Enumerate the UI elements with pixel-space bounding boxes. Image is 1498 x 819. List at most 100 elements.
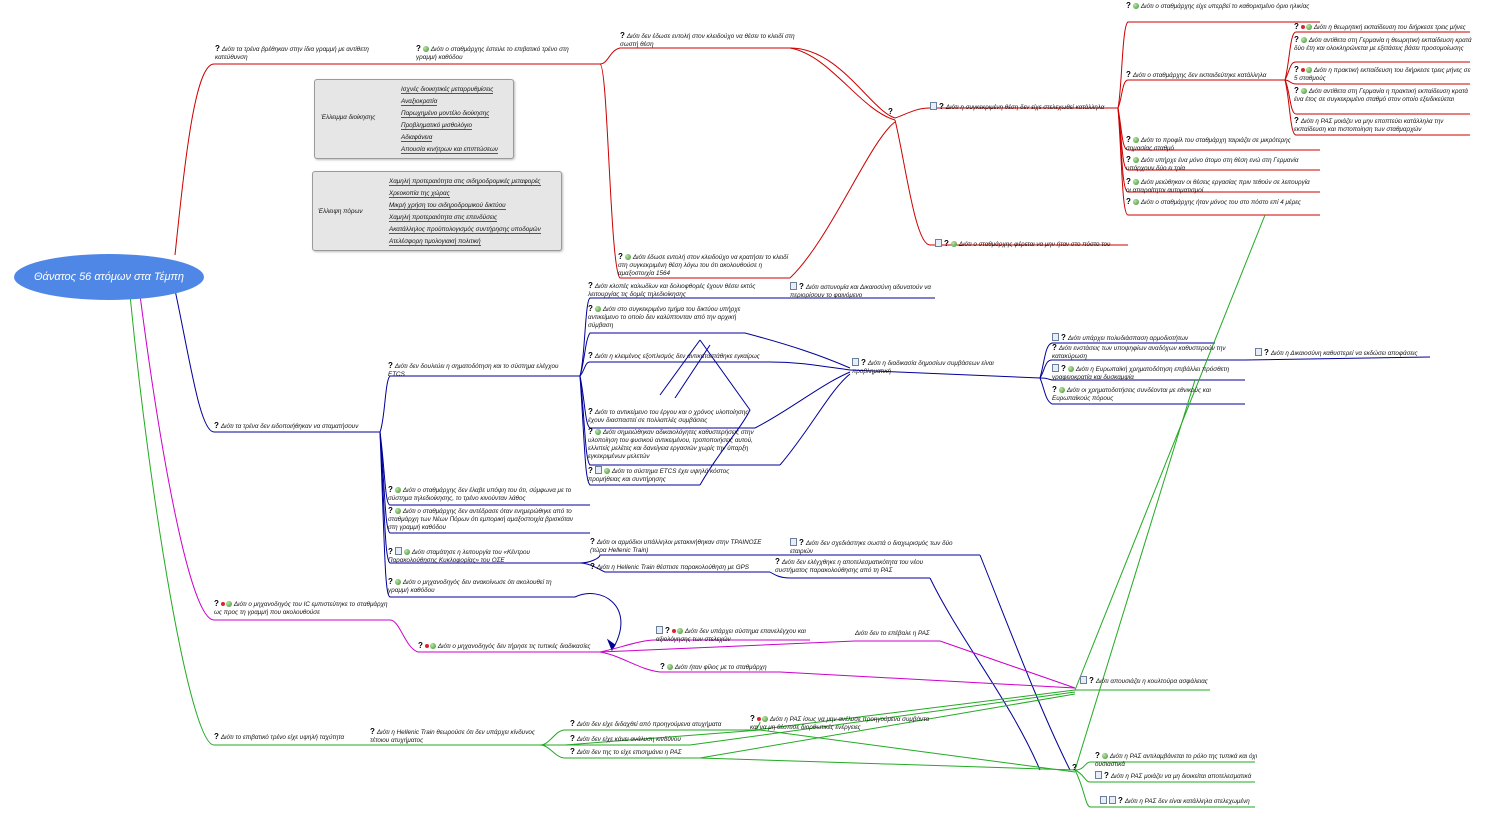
globe-icon <box>676 628 683 634</box>
question-icon: ? <box>388 506 393 515</box>
globe-icon <box>394 487 401 493</box>
node-b11[interactable]: ?Διότι υπάρχει πολυδιάσπαση αρμοδιοτήτων <box>1052 333 1188 343</box>
note-icon <box>790 282 797 290</box>
question-icon: ? <box>570 747 575 756</box>
node-g1[interactable]: ?Διότι το επιβατικό τρένο είχε υψηλή ταχ… <box>214 732 345 742</box>
node-g6[interactable]: ?Διότι η ΡΑΣ ίσως να μην ανέλυσε προηγού… <box>750 714 930 732</box>
box-item: Χρεοκοπία της χώρας <box>389 190 450 198</box>
box-item: Χαμηλή προτεραιότητα στις επενδύσεις <box>389 214 498 222</box>
question-icon: ? <box>590 537 595 546</box>
node-r4[interactable]: ?Διότι η θεωρητική εκπαίδευση του διήρκε… <box>1294 22 1466 32</box>
box-lack-of-resources[interactable]: Έλλειψη πόρων Χαμηλή προτεραιότητα στις … <box>312 171 562 251</box>
node-r5[interactable]: ?Διότι αντίθετα στη Γερμανία η θεωρητική… <box>1294 35 1472 53</box>
node-n2[interactable]: ?Διότι ο σταθμάρχης έστειλε το επιβατικό… <box>416 44 569 62</box>
node-b23[interactable]: ?Διότι ο μηχανοδηγός δεν ανακοίνωσε ότι … <box>388 577 552 595</box>
node-g4[interactable]: ?Διότι δεν είχε κάνει ανάλυση κινδύνου <box>570 734 681 744</box>
node-b3[interactable]: ?Διότι κλοπές καλωδίων και δολιοφθορές έ… <box>588 281 756 299</box>
node-r10[interactable]: ?Διότι υπήρχε ένα μόνο άτομο στη θέση εν… <box>1126 155 1299 173</box>
node-b20[interactable]: ?Διότι δεν σχεδιάστηκε σωστά ο διαχωρισμ… <box>790 538 953 555</box>
root-topic[interactable]: Θάνατος 56 ατόμων στα Τέμπη <box>14 254 204 300</box>
question-icon: ? <box>588 407 593 416</box>
question-icon: ? <box>1126 1 1131 10</box>
node-b13[interactable]: ?Διότι η Δικαιοσύνη καθυστερεί να εκδώσε… <box>1255 348 1418 358</box>
node-b9[interactable]: ?Διότι το σύστημα ETCS έχει υψηλό κόστος… <box>588 466 730 483</box>
node-b14[interactable]: ?Διότι η Ευρωπαϊκή χρηματοδότηση επιβάλλ… <box>1052 364 1230 381</box>
flag-icon <box>671 629 676 633</box>
node-g8[interactable]: ?Διότι η ΡΑΣ αντιλαμβάνεται το ρόλο της … <box>1095 751 1258 769</box>
node-b17[interactable]: ?Διότι ο σταθμάρχης δεν αντέδρασε όταν ε… <box>388 506 574 532</box>
node-m5[interactable]: ?Διότι ήταν φίλος με το σταθμάρχη <box>660 662 767 672</box>
globe-icon <box>594 429 601 435</box>
node-n3[interactable]: ?Διότι δεν έδωσε εντολή στον κλειδούχο ν… <box>620 31 795 49</box>
node-b21[interactable]: ?Διότι η Hellenic Train θέσπισε παρακολο… <box>590 562 749 572</box>
node-r2[interactable]: ?Διότι ο σταθμάρχης δεν εκπαιδεύτηκε κατ… <box>1126 70 1267 80</box>
globe-icon <box>225 601 232 607</box>
globe-icon <box>624 254 631 260</box>
node-b18[interactable]: ?Διότι σταμάτησε η λειτουργία του «Κέντρ… <box>388 547 531 564</box>
node-m1[interactable]: ?Διότι ο μηχανοδηγός του IC εμπιστεύτηκε… <box>214 599 388 617</box>
question-icon: ? <box>1052 385 1057 394</box>
node-b7[interactable]: ?Διότι το αντικείμενο του έργου και ο χρ… <box>588 407 749 425</box>
node-b16[interactable]: ?Διότι ο σταθμάρχης δεν έλαβε υπόψη του … <box>388 485 572 503</box>
question-icon: ? <box>888 107 893 116</box>
box-item: Απουσία κινήτρων και επιπτώσεων <box>401 146 498 154</box>
question-icon: ? <box>388 361 393 370</box>
box-label: Έλλειψη πόρων <box>318 208 363 215</box>
node-b19[interactable]: ?Διότι οι αρμόδιοι υπάλληλοι μετακινήθηκ… <box>590 537 762 555</box>
node-m4[interactable]: Διότι δεν το επέβαλε η ΡΑΣ <box>855 630 930 637</box>
globe-icon <box>1132 137 1139 143</box>
box-management-deficit[interactable]: Έλλειμμα διοίκησης Ισχνές διοικητικές με… <box>314 79 514 159</box>
node-b22[interactable]: ?Διότι δεν ελέγχθηκε η αποτελεσματικότητ… <box>775 557 924 575</box>
globe-icon <box>603 468 610 474</box>
node-b4[interactable]: ?Διότι αστυνομία και Δικαιοσύνη αδυνατού… <box>790 282 932 299</box>
node-g9[interactable]: ?Διότι η ΡΑΣ μοιάζει να μη διοικείται απ… <box>1095 771 1251 781</box>
node-r1[interactable]: ?Διότι η συγκεκριμένη θέση δεν είχε στελ… <box>930 102 1104 112</box>
note-icon <box>935 239 942 247</box>
question-icon: ? <box>861 358 866 367</box>
node-r3[interactable]: ?Διότι ο σταθμάρχης είχε υπερβεί το καθο… <box>1126 1 1310 11</box>
node-b12[interactable]: ?Διότι ενστάσεις των υποψηφίων αναδόχων … <box>1052 343 1226 361</box>
node-g5[interactable]: ?Διότι δεν της το είχε επισημάνει η ΡΑΣ <box>570 747 682 757</box>
node-b8[interactable]: ?Διότι σημειώθηκαν αδικαιολόγητες καθυστ… <box>588 427 754 461</box>
flag-icon <box>1300 25 1305 29</box>
question-icon: ? <box>1118 796 1123 805</box>
node-g2[interactable]: ?Διότι η Hellenic Train θεωρούσε ότι δεν… <box>370 727 535 745</box>
node-g7[interactable]: ?Διότι απουσιάζει η κουλτούρα ασφάλειας <box>1080 676 1208 686</box>
node-r13[interactable]: ?Διότι ο σταθμάρχης φέρεται να μην ήταν … <box>935 239 1111 249</box>
flag-icon <box>756 717 761 721</box>
globe-icon <box>666 664 673 670</box>
note-icon <box>1100 796 1107 804</box>
question-icon: ? <box>588 466 593 475</box>
globe-icon <box>1132 179 1139 185</box>
node-n1[interactable]: ?Διότι τα τρένα βρέθηκαν στην ίδια γραμμ… <box>215 44 369 62</box>
node-n4[interactable]: ?Διότι έδωσε εντολή στον κλειδούχο να κρ… <box>618 252 789 278</box>
node-b2[interactable]: ?Διότι δεν δουλεύει η σηματοδότηση και τ… <box>388 361 559 379</box>
box-item: Παρωχημένο μοντέλο διοίκησης <box>401 110 490 118</box>
node-r6[interactable]: ?Διότι η πρακτική εκπαίδευση του διήρκεσ… <box>1294 65 1471 83</box>
node-b15[interactable]: ?Διότι οι χρηματοδοτήσεις συνδέονται με … <box>1052 385 1211 403</box>
node-r11[interactable]: ?Διότι μειώθηκαν οι θέσεις εργασίας πριν… <box>1126 177 1310 195</box>
node-r7[interactable]: ?Διότι αντίθετα στη Γερμανία η πρακτική … <box>1294 86 1468 104</box>
node-b5[interactable]: ?Διότι στο συγκεκριμένο τμήμα του δικτύο… <box>588 304 741 330</box>
node-g10[interactable]: ?Διότι η ΡΑΣ δεν είναι κατάλληλα στελεχω… <box>1100 796 1250 806</box>
node-g3[interactable]: ?Διότι δεν είχε διδαχθεί από προηγούμενα… <box>570 719 722 729</box>
node-b10[interactable]: ?Διότι η διαδικασία δημοσίων συμβάσεων ε… <box>852 358 994 375</box>
node-m2[interactable]: ?Διότι ο μηχανοδηγός δεν τήρησε τις τυπι… <box>418 641 591 651</box>
node-r12[interactable]: ?Διότι ο σταθμάρχης ήταν μόνος του στο π… <box>1126 197 1301 207</box>
node-b6[interactable]: ?Διότι η κλειμένος εξοπλισμός δεν αντικα… <box>588 351 760 361</box>
question-icon: ? <box>588 427 593 436</box>
node-m3[interactable]: ?Διότι δεν υπάρχει σύστημα επανελέγχου κ… <box>656 626 806 643</box>
question-icon: ? <box>214 732 219 741</box>
flag-icon <box>1300 68 1305 72</box>
question-icon: ? <box>799 282 804 291</box>
question-icon: ? <box>1089 676 1094 685</box>
node-r8[interactable]: ?Διότι η ΡΑΣ μοιάζει να μην εποπτεύει κα… <box>1294 116 1444 134</box>
node-b1[interactable]: ?Διότι τα τρένα δεν ειδοποιήθηκαν να στα… <box>214 421 359 431</box>
globe-icon <box>403 549 410 555</box>
question-icon: ? <box>588 351 593 360</box>
junction-question-1: ? <box>888 108 895 117</box>
question-icon: ? <box>388 485 393 494</box>
node-r9[interactable]: ?Διότι το προφίλ του σταθμάρχη ταιριάζει… <box>1126 135 1291 153</box>
